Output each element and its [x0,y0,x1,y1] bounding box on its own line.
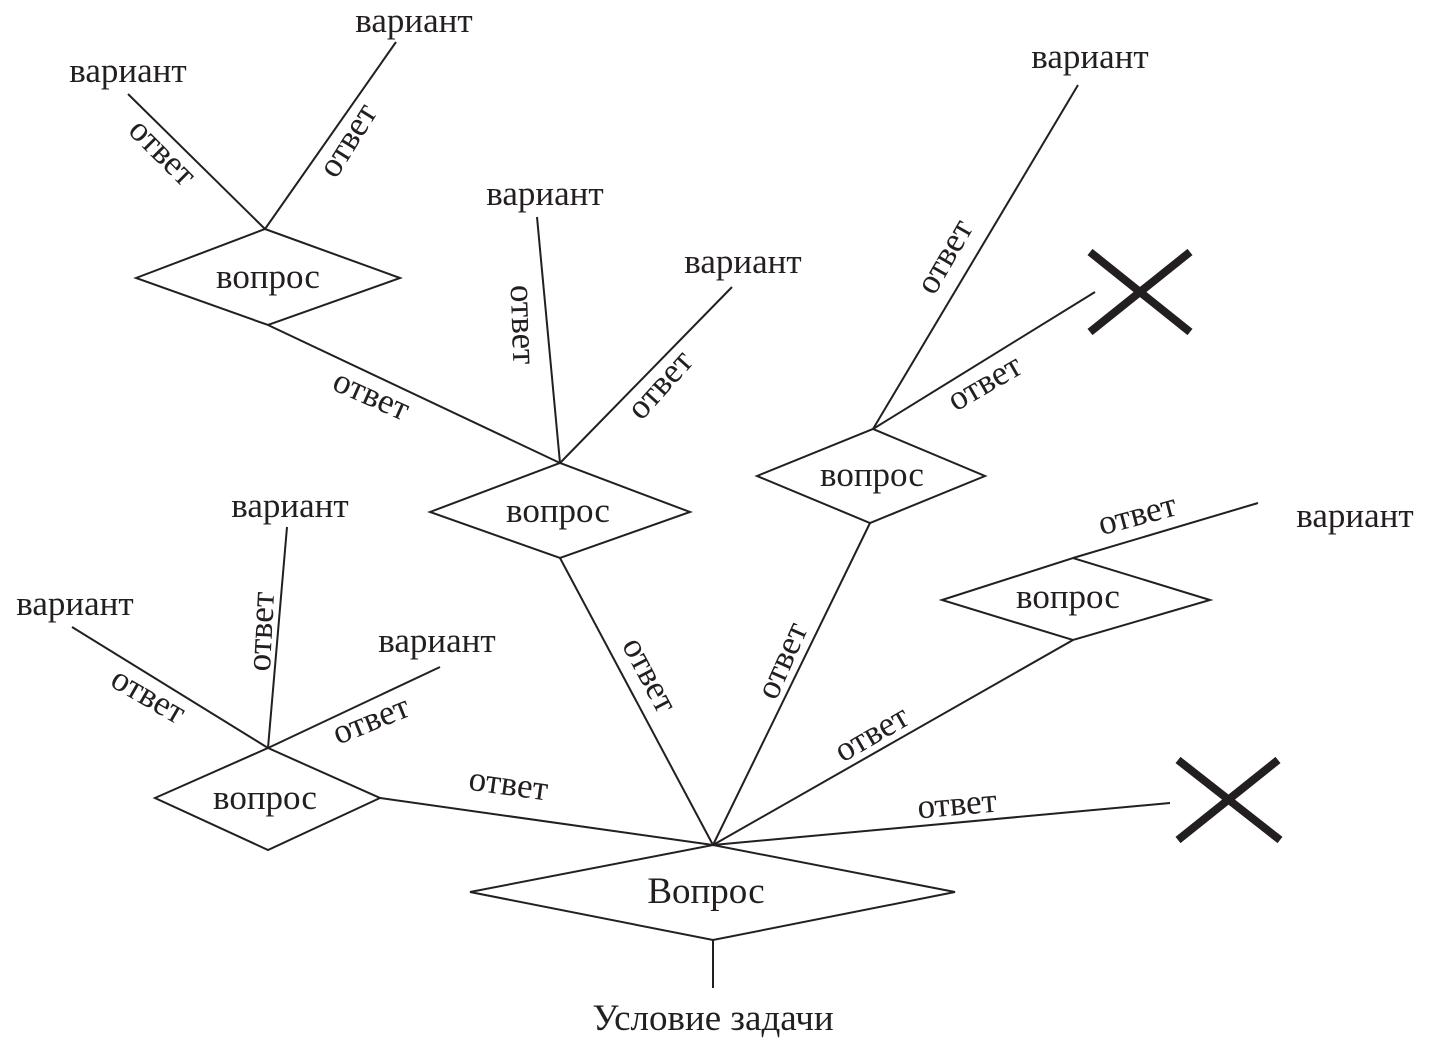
x-mark-icon [1175,756,1283,844]
answer-label: ответ [327,361,415,429]
edge [872,291,1096,430]
answer-label: ответ [940,345,1028,419]
edge [267,666,441,749]
edges [71,41,1259,988]
answer-label: ответ [907,212,981,300]
question-node: вопрос [938,556,1214,642]
root-question-node: Вопрос [469,843,956,942]
question-node: вопрос [152,746,383,852]
task-condition-label: Условие задачи [592,998,833,1039]
answer-label: ответ [503,284,545,365]
variant-label: вариант [1296,496,1413,535]
edge [712,639,1074,846]
edge [267,324,561,464]
answer-label: ответ [467,759,551,809]
answer-label: ответ [105,658,193,732]
answer-label: ответ [121,110,205,194]
variant-label: вариант [1031,37,1148,76]
variant-label: вариант [684,242,801,281]
answer-label: ответ [614,630,686,719]
question-label: вопрос [216,257,320,296]
answer-label: ответ [916,781,999,827]
edge [712,522,871,846]
question-label: вопрос [1016,577,1120,616]
edge [71,626,269,749]
variant-label: вариант [486,174,603,213]
variant-label: вариант [378,621,495,660]
x-mark-icon [1087,248,1193,336]
edge [559,286,733,464]
answer-label: ответ [618,342,700,427]
edge [536,216,561,464]
root-question-label: Вопрос [647,871,764,912]
answer-label: ответ [748,616,816,704]
question-node: вопрос [754,427,988,525]
edge [1072,502,1259,559]
edge [127,93,266,230]
edge [264,41,397,230]
answer-label: ответ [327,686,415,752]
diamond [938,556,1214,642]
variant-label: вариант [355,1,472,40]
answer-label: ответ [827,696,915,770]
diamond [469,843,956,942]
edge [712,802,1171,846]
variant-label: вариант [69,51,186,90]
diamond [152,746,383,852]
edge [872,84,1079,430]
question-node: вопрос [133,227,403,327]
diamond [427,461,693,560]
answer-label: ответ [1094,485,1181,543]
diamond [754,427,988,525]
edge [379,797,714,846]
variant-label: вариант [231,486,348,525]
variant-label: вариант [16,584,133,623]
edge [559,557,714,846]
answer-label: ответ [239,591,282,672]
answer-label: ответ [310,96,385,184]
diamond [133,227,403,327]
question-label: вопрос [820,455,924,494]
question-node: вопрос [427,461,693,560]
question-label: вопрос [506,491,610,530]
edge [267,526,288,749]
question-label: вопрос [213,778,317,817]
